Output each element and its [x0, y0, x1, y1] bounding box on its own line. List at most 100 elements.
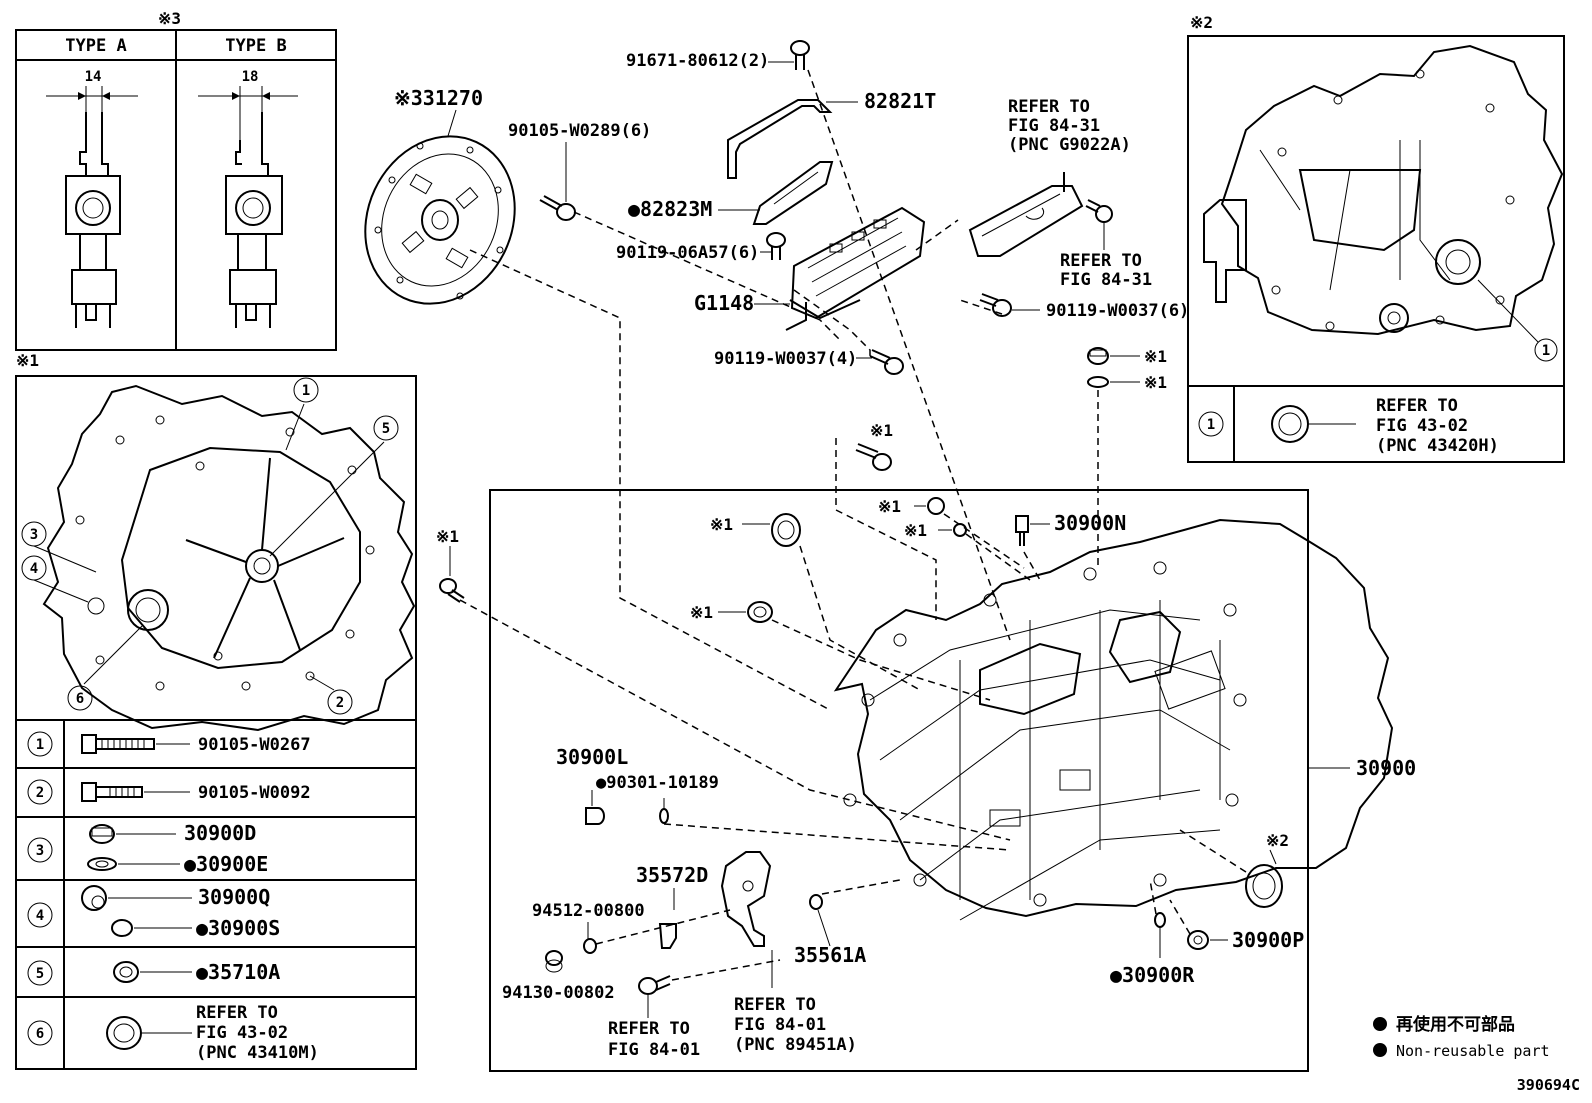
refer-g9022a-line-3: (PNC G9022A)	[1008, 135, 1131, 155]
row-num-6: 6	[36, 1026, 44, 1042]
legend-dot-en	[1373, 1043, 1387, 1057]
label-31270: ※331270	[394, 86, 483, 110]
type-box-note: ※3	[158, 9, 181, 28]
row-4-seal: 30900Q ●30900S	[81, 885, 280, 940]
refer-84-31-line-2: FIG 84-31	[1060, 270, 1152, 290]
refer-g9022a-line-2: FIG 84-31	[1008, 116, 1100, 136]
mark-plug-top: ※1	[1144, 347, 1167, 366]
bolt-note1-left	[439, 578, 465, 603]
connector-g1148	[785, 206, 926, 331]
row-6-refer-line-2: FIG 43-02	[196, 1023, 288, 1043]
ring-30900r	[1154, 912, 1166, 958]
bracket-94512	[658, 923, 677, 949]
small-ring-b	[938, 523, 967, 537]
row-6-refer-line-1: REFER TO	[196, 1003, 278, 1023]
part-30900e: ●30900E	[184, 852, 268, 876]
legend-dot-jp	[1373, 1017, 1387, 1031]
sensor-30900n	[1015, 515, 1050, 546]
bolt-90119-w0037-4	[869, 349, 904, 375]
breather-30900l	[585, 790, 669, 825]
label-90119-w0037-4: 90119-W0037(4)	[714, 349, 857, 369]
mark-ring-a: ※1	[878, 497, 901, 516]
row-2-bolt: 90105-W0092	[81, 782, 311, 803]
label-g1148: G1148	[694, 291, 754, 315]
label-30900r: ●30900R	[1110, 963, 1195, 987]
type-b-drawing: 18	[198, 69, 298, 328]
label-82821t: 82821T	[864, 89, 936, 113]
bolt-refer-84-01	[638, 975, 671, 995]
nut-94130	[545, 950, 563, 973]
plug-30900p	[1187, 930, 1228, 950]
part-30900s: ●30900S	[196, 916, 280, 940]
refer-89451a-line-1: REFER TO	[734, 995, 816, 1015]
row-6-oil-seal: REFER TO FIG 43-02 (PNC 43410M)	[106, 1003, 319, 1063]
right-box-note: ※2	[1190, 13, 1213, 32]
part-90105-w0092: 90105-W0092	[198, 783, 311, 803]
case-sketch	[1203, 44, 1564, 336]
type-a-drawing: 14	[46, 69, 138, 328]
row-6-refer-line-3: (PNC 43410M)	[196, 1043, 319, 1063]
switch-35572d	[720, 851, 772, 947]
callout-3: 3	[30, 527, 38, 543]
type-a-label: TYPE A	[65, 36, 126, 56]
row-num-1: 1	[36, 737, 44, 753]
row-5-oil-seal: ●35710A	[113, 960, 280, 984]
bolt-note1-mid	[855, 443, 892, 471]
mark-ring-b: ※1	[904, 521, 927, 540]
left-callouts: 1 5 3 4 6 2	[21, 377, 399, 715]
refer-84-31-line-1: REFER TO	[1060, 251, 1142, 271]
part-90105-w0267: 90105-W0267	[198, 735, 311, 755]
right-refer-line-3: (PNC 43420H)	[1376, 436, 1499, 456]
small-ring-a	[914, 497, 945, 515]
label-30900: 30900	[1356, 756, 1416, 780]
right-callout-1: 1	[1542, 343, 1550, 359]
refer-84-01-line-1: REFER TO	[608, 1019, 690, 1039]
type-box: ※3 TYPE A TYPE B 14 18	[15, 9, 337, 351]
label-30900n: 30900N	[1054, 511, 1126, 535]
mark-seal-lower: ※1	[690, 603, 713, 622]
part-35710a: ●35710A	[196, 960, 280, 984]
callout-5: 5	[382, 421, 390, 437]
type-b-label: TYPE B	[225, 36, 286, 56]
label-94130-00802: 94130-00802	[502, 983, 615, 1003]
callout-2: 2	[336, 695, 344, 711]
small-seal-upper	[742, 513, 801, 547]
callout-6: 6	[76, 691, 84, 707]
plug-and-gasket-top	[1087, 347, 1140, 388]
bolt-91671-80612	[790, 40, 810, 70]
left-box-note: ※1	[16, 351, 39, 370]
transaxle-box	[489, 489, 1309, 1072]
insulator-82823m	[752, 161, 834, 225]
right-row-num-1: 1	[1207, 417, 1215, 433]
clutch-disc-31270	[364, 135, 516, 305]
bolt-90119-w0037-6	[979, 293, 1012, 317]
row-num-2: 2	[36, 785, 44, 801]
clutch-housing-sketch	[42, 384, 416, 732]
legend: 再使用不可部品 Non-reusable part	[1373, 1014, 1550, 1060]
bolt-refer-84-31	[1085, 199, 1113, 223]
bolt-90119-06a57	[766, 232, 786, 260]
refer-89451a-line-2: FIG 84-01	[734, 1015, 826, 1035]
right-detail-box: ※2 1 1 REFER TO FIG 43-02 (PNC 434	[1187, 13, 1565, 463]
refer-84-01-line-2: FIG 84-01	[608, 1040, 700, 1060]
right-refer-line-1: REFER TO	[1376, 396, 1458, 416]
cover-g9022a	[968, 172, 1084, 257]
mark-oil-seal-note2: ※2	[1266, 831, 1289, 850]
label-35572d: 35572D	[636, 863, 708, 887]
mark-bolt-left: ※1	[436, 527, 459, 546]
label-35561a: 35561A	[794, 943, 866, 967]
label-90119-06a57: 90119-06A57(6)	[616, 243, 759, 263]
mark-gasket-top: ※1	[1144, 373, 1167, 392]
oil-seal-note2	[1245, 849, 1283, 908]
mark-seal-upper: ※1	[710, 515, 733, 534]
seal-35561a	[809, 894, 831, 947]
transaxle-case-sketch	[833, 518, 1394, 921]
part-30900q: 30900Q	[198, 885, 270, 909]
small-seal-lower	[718, 601, 773, 623]
bracket-82821t	[727, 99, 833, 179]
row-1-bolt: 90105-W0267	[81, 734, 311, 755]
mark-bolt-mid: ※1	[870, 421, 893, 440]
refer-g9022a-line-1: REFER TO	[1008, 97, 1090, 117]
label-91671-80612: 91671-80612(2)	[626, 51, 769, 71]
